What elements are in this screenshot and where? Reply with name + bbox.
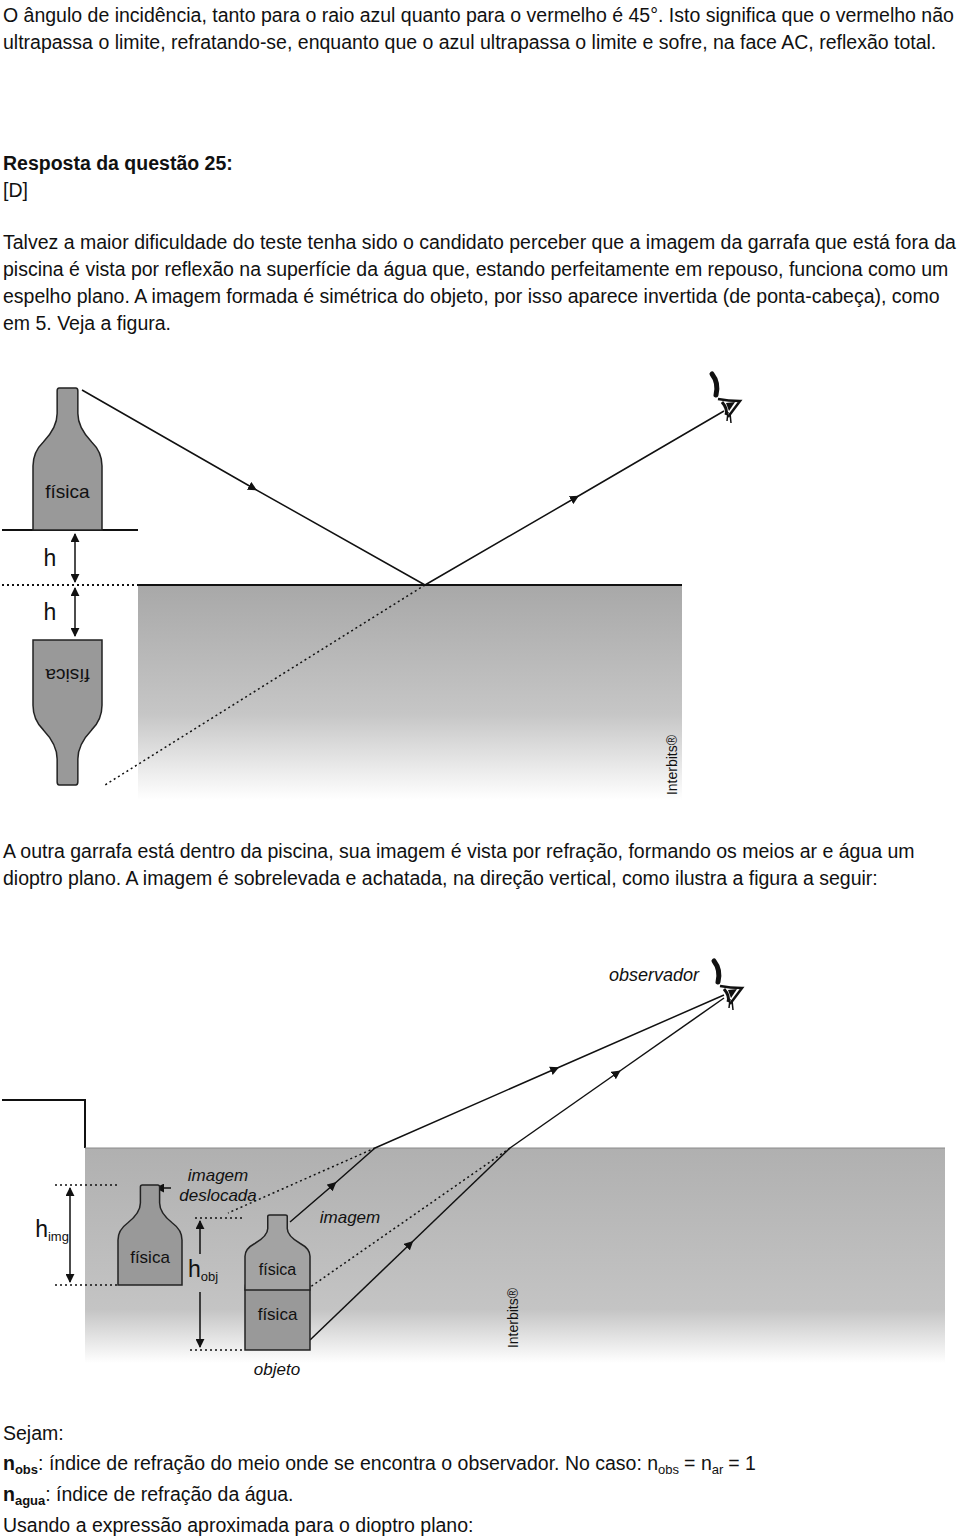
subscript: agua (15, 1493, 45, 1508)
bottle-label: física (33, 664, 102, 686)
text-block: A outra garrafa está dentro da piscina, … (3, 838, 958, 892)
inline-text: : índice de refração da água. (45, 1483, 293, 1505)
inline-text: : índice de refração do meio onde se enc… (38, 1452, 658, 1474)
water-surface (138, 584, 682, 586)
ray-in-air (510, 998, 724, 1148)
virtual-ray (105, 585, 425, 785)
water (85, 1148, 945, 1363)
watermark: Interbits® (664, 735, 680, 795)
text-block: [D] (3, 177, 28, 204)
bottle-shape (245, 1215, 310, 1290)
label-text: Usando a expressão aproximada para o dio… (3, 1514, 473, 1536)
inline-text: h (35, 1216, 48, 1242)
height-arrow (74, 588, 76, 636)
label-text: O ângulo de incidência, tanto para o rai… (3, 4, 954, 53)
text-block: Talvez a maior dificuldade do teste tenh… (3, 229, 958, 337)
height-arrow (199, 1221, 201, 1254)
text-line: himg (35, 1216, 69, 1250)
inline-text: = n (684, 1452, 712, 1474)
inline-text: h (188, 1256, 201, 1282)
bottle-outline (118, 1185, 182, 1285)
inline-text: = 1 (728, 1452, 756, 1474)
bottle-outline (33, 640, 102, 785)
ray-in-air (375, 995, 724, 1148)
text-block: Sejam: (3, 1420, 64, 1447)
label-text: h (44, 599, 57, 625)
bottle-shape (118, 1185, 182, 1285)
bottle-label: física (245, 1260, 310, 1279)
label-text: Resposta da questão 25: (3, 152, 233, 174)
bottle: física (245, 1215, 310, 1290)
label-text: A outra garrafa está dentro da piscina, … (3, 840, 915, 889)
inline-text: n (3, 1452, 15, 1474)
pool-edge (2, 1100, 85, 1148)
bottle-shape (33, 388, 102, 530)
dimension-guide (190, 1218, 245, 1350)
label-text: Talvez a maior dificuldade do teste tenh… (3, 231, 956, 334)
text-line: hobj (188, 1256, 218, 1290)
label-text: imagem deslocada (179, 1166, 257, 1205)
text-block: h (44, 599, 57, 625)
bottle-label: física (118, 1248, 182, 1268)
label-text: h (44, 545, 57, 571)
subscript: ar (712, 1462, 724, 1477)
text-block: objeto (254, 1360, 300, 1380)
ray-in-water (310, 1148, 510, 1340)
surface-extension (2, 584, 138, 586)
label-text: objeto (254, 1360, 300, 1379)
bottle-outline (245, 1215, 310, 1290)
subscript: obj (201, 1269, 218, 1284)
label-text: observador (609, 965, 699, 985)
label-text: Sejam: (3, 1422, 64, 1444)
height-arrow (199, 1292, 201, 1347)
bottle: física (33, 388, 102, 530)
inline-text: n (3, 1483, 15, 1505)
text-block: imagem deslocada (172, 1166, 264, 1206)
label-text: imagem (320, 1208, 380, 1227)
bottle: física (118, 1185, 182, 1285)
reflection-figure (2, 374, 740, 800)
text-block: Interbits® (664, 735, 680, 795)
reflected-ray (425, 411, 724, 585)
bottle-label: física (245, 1305, 310, 1325)
text-block: O ângulo de incidência, tanto para o rai… (3, 2, 958, 56)
subscript: obs (15, 1462, 38, 1477)
incident-ray (82, 390, 425, 585)
text-block: Resposta da questão 25: (3, 150, 233, 177)
watermark: Interbits® (505, 1288, 521, 1348)
text-block: h (44, 545, 57, 571)
bottle-label: física (33, 481, 102, 503)
height-arrow (74, 534, 76, 582)
subscript: obs (658, 1462, 679, 1477)
text-block: observador (609, 965, 699, 986)
bottle-shape (245, 1218, 310, 1350)
subscript: img (48, 1229, 69, 1244)
bottle-shape (33, 640, 102, 785)
bottle-outline (33, 388, 102, 530)
text-line: nagua: índice de refração da água. (3, 1481, 294, 1514)
text-block: Usando a expressão aproximada para o dio… (3, 1512, 473, 1539)
text-block: imagem (320, 1208, 380, 1228)
eye-symbol (712, 374, 740, 423)
height-arrow (69, 1188, 71, 1282)
water-surface (85, 1148, 945, 1149)
water (138, 585, 682, 800)
virtual-ray (306, 1148, 510, 1290)
refraction-figure (2, 961, 945, 1363)
text-block: Interbits® (505, 1288, 521, 1348)
bottle: física (33, 640, 102, 785)
label-text: [D] (3, 179, 28, 201)
text-line: nobs: índice de refração do meio onde se… (3, 1450, 756, 1483)
eye-symbol (714, 961, 742, 1010)
